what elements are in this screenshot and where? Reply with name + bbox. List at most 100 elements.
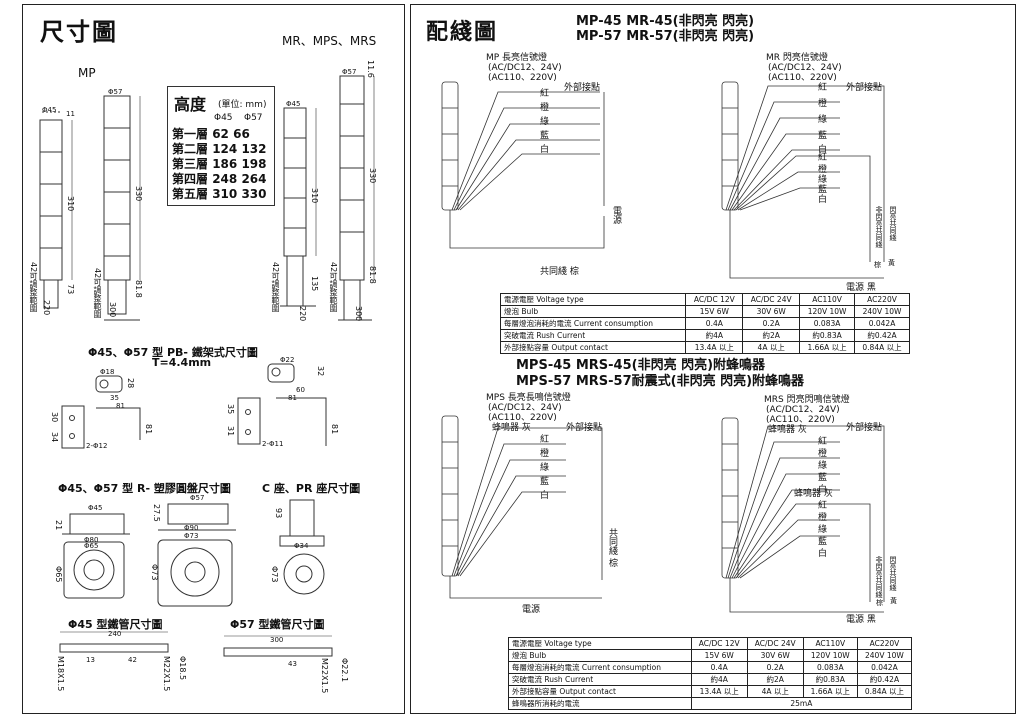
table-cell: 約0.42A [854,329,910,342]
color-orange: 橙 [540,449,550,459]
dim-135: 135 [310,276,319,292]
color-white: 白 [540,145,550,155]
color-blue: 藍 [818,537,828,547]
color-blue: 藍 [818,131,828,141]
table-cell: 120V 10W [802,649,858,662]
dim-d18: Φ18 [100,368,115,376]
pipe57-title: Φ57 型鐵管尺寸圖 [230,618,325,631]
table-cell: 突破電流 Rush Current [508,673,692,686]
adjust-range: 42可調整範圍 [271,262,280,313]
table-cell: 1.66A 以上 [799,341,856,354]
power-label: 電源 [522,605,541,615]
color-red: 紅 [818,437,828,447]
buzzer-grey: 蜂鳴器 灰 [794,489,833,499]
spec-table-2: 電源電壓 Voltage type AC/DC 12V AC/DC 24V AC… [508,637,913,710]
voltage-1: (AC/DC12、24V) [488,63,562,73]
dim-81: 81 [288,394,297,402]
table-cell: 0.2A [746,661,804,674]
yellow-label: 黃 [890,597,897,605]
flash-common-2: 閃亮共同綫 [889,556,897,591]
dim-d45: Φ45 [286,100,301,108]
common-wire: 共同綫 棕 [607,528,617,567]
table-cell: 4A 以上 [742,341,801,354]
dim-d90: Φ90 [184,524,199,532]
power-label: 電源 [611,206,621,224]
dim-330: 330 [134,186,143,202]
table-cell: 30V 6W [746,649,804,662]
external-contact: 外部接點 [564,83,601,93]
table-cell: 0.083A [802,661,858,674]
table-cell: 約4A [690,673,748,686]
dim-d57: Φ57 [108,88,123,96]
table-cell: 約0.83A [799,329,856,342]
yellow-label: 黃 [888,259,895,267]
flash-common-2: 閃亮共同綫 [889,206,897,241]
color-red: 紅 [540,435,550,445]
dim-310: 310 [66,196,75,212]
color-blue: 藍 [540,131,550,141]
color-green: 綠 [818,461,828,471]
dim-81: 81 [330,424,339,435]
dim-310: 310 [310,188,319,204]
table-row: 外部接點容量 Output contact 13.4A 以上 4A 以上 1.6… [499,341,910,354]
dim-holes-11: 2-Φ11 [262,440,284,448]
color-orange: 橙 [818,513,828,523]
cbase-title: C 座、PR 座尺寸圖 [262,482,361,495]
wiring-heading-3: MPS-45 MRS-45(非閃亮 閃亮)附蜂鳴器 [516,358,766,373]
color-green: 綠 [818,525,828,535]
color-blue: 藍 [540,477,550,487]
dim-330: 330 [368,168,377,184]
adjust-range: 42可調整範圍 [93,268,102,319]
dim-d73: Φ73 [184,532,199,540]
dim-60: 60 [296,386,305,394]
dim-d65: Φ65 [84,542,99,550]
height-table-unit: (單位: mm) [218,100,267,110]
wiring-heading-4: MPS-57 MRS-57耐震式(非閃亮 閃亮)附蜂鳴器 [516,374,805,389]
table-cell: AC220V [856,637,913,650]
table-row: 燈泡 Bulb 15V 6W 30V 6W 120V 10W 240V 10W [499,305,910,318]
color-red: 紅 [818,501,828,511]
adjust-range: 42可調整範圍 [329,262,338,313]
table-row: 每層燈泡消耗的電流 Current consumption 0.4A 0.2A … [508,661,913,674]
table-cell: 1.66A 以上 [802,685,858,698]
table-row: 每層燈泡消耗的電流 Current consumption 0.4A 0.2A … [499,317,910,330]
table-cell: AC/DC 12V [690,637,748,650]
table-cell: 30V 6W [742,305,801,318]
dim-42: 42 [128,656,137,664]
mps-label: MPS 長亮長鳴信號燈 [486,393,571,403]
color-white: 白 [818,145,828,155]
rbase-title: Φ45、Φ57 型 R- 塑膠圓盤尺寸圖 [58,482,231,495]
dim-35: 35 [110,394,119,402]
spec-table-1: 電源電壓 Voltage type AC/DC 12V AC/DC 24V AC… [499,293,910,354]
color-white: 白 [540,491,550,501]
dim-300: 300 [108,302,117,318]
table-cell: 13.4A 以上 [690,685,748,698]
height-row: 第三層 186 198 [172,157,267,171]
dim-d221: Φ22.1 [340,658,349,683]
color-red: 紅 [540,89,550,99]
right-panel [410,4,1016,714]
table-row: 外部接點容量 Output contact 13.4A 以上 4A 以上 1.6… [508,685,913,698]
dim-28: 28 [126,378,135,389]
dim-d73: Φ73 [150,564,159,581]
dim-116: 11.6 [366,60,375,78]
height-row: 第一層 62 66 [172,127,250,141]
table-cell: 0.042A [856,661,913,674]
dim-m22: M22X1.5 [320,658,329,694]
table-cell: 約0.83A [802,673,858,686]
dimension-title: 尺寸圖 [40,18,118,46]
buzzer-grey: 蜂鳴器 灰 [768,425,807,435]
mr-label: MR 閃亮信號燈 [766,53,828,63]
dim-d57: Φ57 [190,494,205,502]
table-cell: 0.2A [742,317,801,330]
height-row: 第五層 310 330 [172,187,267,201]
color-green: 綠 [540,463,550,473]
mp-label: MP 長亮信號燈 [486,53,548,63]
table-cell: 蜂鳴器所消耗的電流 [508,697,692,710]
table-cell: 0.84A 以上 [856,685,913,698]
dim-11: 11 [66,110,75,118]
left-panel [22,4,405,714]
table-cell: 外部接點容量 Output contact [508,685,692,698]
height-table: 高度 (單位: mm) Φ45 Φ57 第一層 62 66 第二層 124 13… [167,86,275,206]
